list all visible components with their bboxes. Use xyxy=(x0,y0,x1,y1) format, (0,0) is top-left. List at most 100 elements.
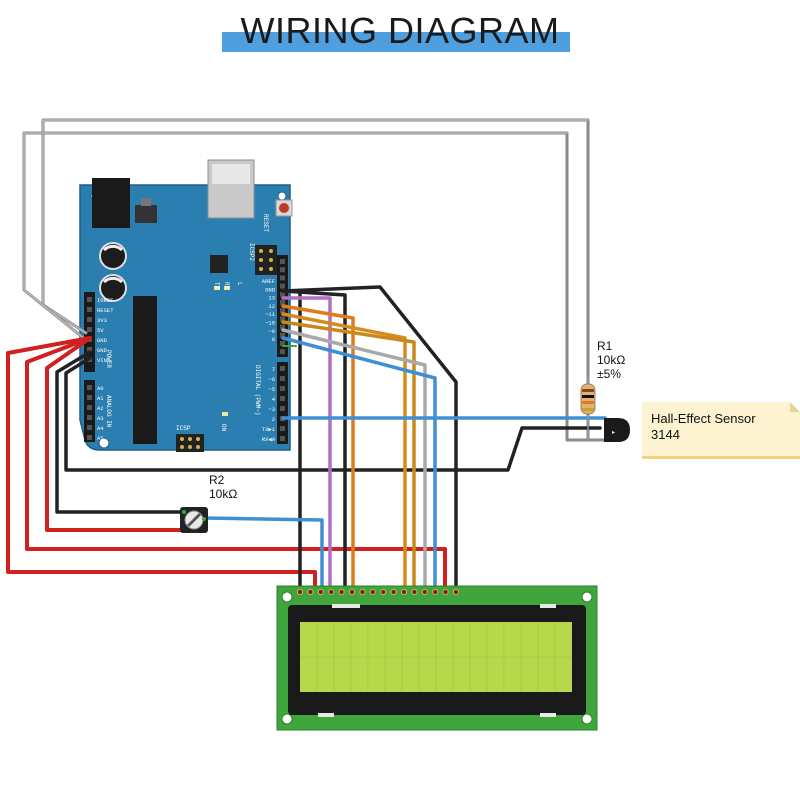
l-label: L xyxy=(236,282,243,286)
diagram-title: WIRING DIAGRAM xyxy=(240,10,560,51)
lcd-pin xyxy=(400,588,408,596)
wire-red-5v-lcd xyxy=(6,336,317,594)
wire-blue-d7 xyxy=(281,336,437,594)
icsp-header xyxy=(176,434,204,452)
pin-label: A2 xyxy=(97,405,104,412)
lcd-pin xyxy=(338,588,345,596)
wire-orange-d5 xyxy=(281,320,416,594)
arduino-board xyxy=(79,159,293,452)
header-pin xyxy=(280,349,285,355)
header-pin xyxy=(280,300,285,305)
wire-blue-pot-contrast xyxy=(203,516,324,594)
header-pin xyxy=(280,406,285,411)
pin-label: AREF xyxy=(262,278,275,285)
pin-label: 2 xyxy=(272,416,275,423)
pin-label: A3 xyxy=(97,415,104,422)
header-pin xyxy=(87,307,92,312)
pin-label: 13 xyxy=(268,295,275,302)
on-label: ON xyxy=(220,424,227,432)
analog-header xyxy=(84,380,95,442)
lcd-pin xyxy=(348,588,356,596)
analog-label: ANALOG IN xyxy=(105,395,112,428)
pin-label: 8 xyxy=(272,336,275,343)
sensor-name: Hall-Effect Sensor xyxy=(651,411,756,426)
header-pin xyxy=(280,275,285,281)
pin-label: 3V3 xyxy=(97,317,107,324)
power-jack xyxy=(92,178,130,228)
resistor-r1 xyxy=(580,375,596,440)
wire-orange-rs xyxy=(281,304,355,594)
pin-label: RESET xyxy=(97,307,114,314)
icsp2-label: ICSP2 xyxy=(248,243,255,261)
pin-label: ~9 xyxy=(268,328,275,335)
header-pin xyxy=(280,386,285,391)
pin-label: ~6 xyxy=(268,376,275,383)
wire-purple xyxy=(281,296,332,594)
r2-value: 10kΩ xyxy=(209,487,237,501)
header-pin xyxy=(280,396,285,401)
header-pin xyxy=(87,385,92,390)
pin-label: ~3 xyxy=(268,406,275,413)
r1-name: R1 xyxy=(597,339,613,353)
header-pin xyxy=(87,425,92,430)
note-fold xyxy=(790,402,800,412)
pin-label: RX◀0 xyxy=(262,436,275,443)
hall-effect-sensor: ▸ xyxy=(604,418,630,442)
digital-label: DIGITAL (PWM~) xyxy=(254,365,261,415)
lcd-pin xyxy=(390,588,397,596)
pin-label: GND xyxy=(265,286,276,293)
sensor-model: 3144 xyxy=(651,427,680,442)
header-pin xyxy=(280,376,285,381)
header-pin xyxy=(280,366,285,371)
wire-gray-d6 xyxy=(281,328,427,594)
power-label: POWER xyxy=(105,350,112,368)
pin-label: TX▶1 xyxy=(262,426,276,433)
pin-label: A4 xyxy=(97,425,104,432)
wire-red-5v-backlight xyxy=(25,336,447,594)
pin-label: GND xyxy=(97,337,108,344)
pin-label: IOREF xyxy=(97,297,114,304)
pin-labels: IOREFRESET3V35VGNDGNDVINA0A1A2A3A4A5AREF… xyxy=(87,259,285,443)
reset-button[interactable] xyxy=(279,203,289,213)
pin-label: ~11 xyxy=(265,311,276,318)
pin-label: 5V xyxy=(97,327,104,334)
wire-black-gnd-pot xyxy=(55,350,187,514)
header-pin xyxy=(280,291,285,297)
wires xyxy=(6,118,612,594)
header-pin xyxy=(87,327,92,332)
tx-label: TX xyxy=(213,282,220,290)
lcd-pin xyxy=(296,588,304,596)
header-pin xyxy=(87,317,92,322)
icsp2-header xyxy=(255,245,277,275)
header-pin xyxy=(280,332,285,338)
pin-label: A1 xyxy=(97,395,104,402)
header-pin xyxy=(280,259,285,264)
header-pin xyxy=(87,435,92,440)
pin-label: 4 xyxy=(272,396,276,403)
pin-label: VIN xyxy=(97,357,107,364)
pin-label: 7 xyxy=(272,366,275,373)
r1-tolerance: ±5% xyxy=(597,367,621,381)
header-pin xyxy=(280,426,285,431)
pin-label: ~10 xyxy=(265,320,275,327)
wire-orange-d4 xyxy=(281,312,407,594)
pin-label: GND xyxy=(97,347,108,354)
header-pin xyxy=(280,283,285,289)
lcd-pin xyxy=(411,588,418,596)
sensor-note: Hall-Effect Sensor 3144 xyxy=(642,402,800,459)
reset-label: RESET xyxy=(262,214,269,232)
header-pin xyxy=(87,347,92,352)
lcd-pin xyxy=(369,588,376,596)
header-pin xyxy=(280,267,285,273)
lcd-pin xyxy=(359,588,366,596)
title-underline-bar xyxy=(222,32,570,52)
wire-black-gnd-sensor xyxy=(64,356,602,472)
r2-name: R2 xyxy=(209,473,225,487)
lcd-pin xyxy=(432,588,439,596)
lcd-pin xyxy=(452,588,460,596)
header-pin xyxy=(280,316,285,322)
digital-header-bottom xyxy=(277,362,288,444)
header-pin xyxy=(87,395,92,400)
r1-value: 10kΩ xyxy=(597,353,625,367)
pin-label: 12 xyxy=(268,303,275,310)
